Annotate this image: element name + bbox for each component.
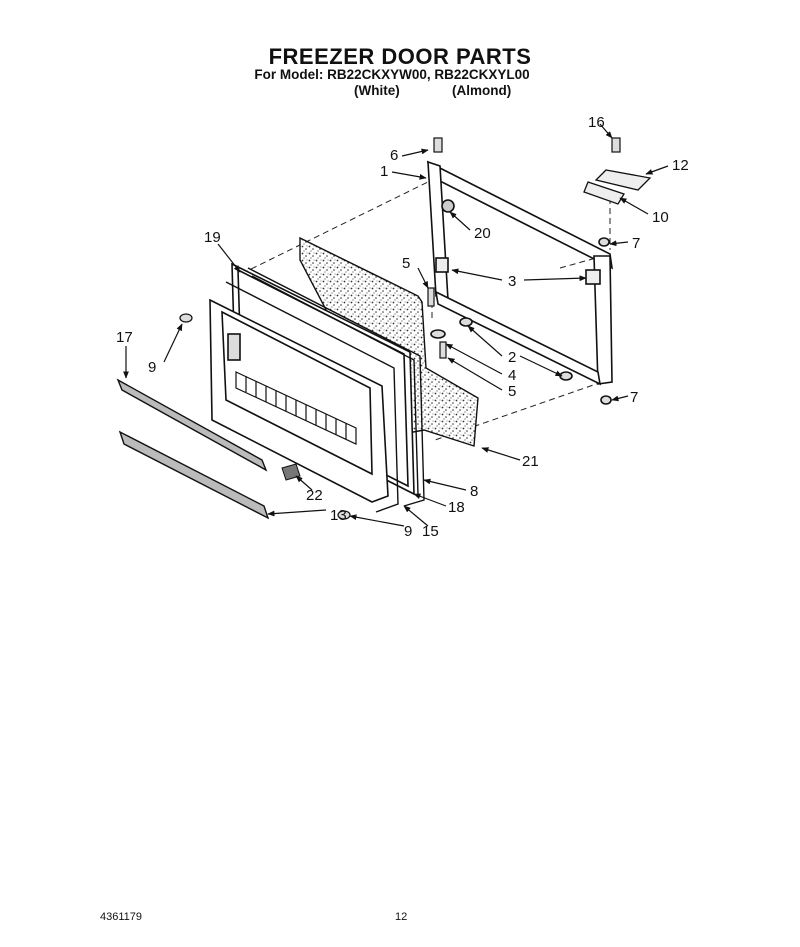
shelf-grille xyxy=(235,371,357,445)
hinge-brackets xyxy=(583,169,652,205)
callout-15: 15 xyxy=(422,523,439,540)
page-title: FREEZER DOOR PARTS xyxy=(268,44,532,69)
color-almond-label: (Almond) xyxy=(452,83,512,98)
callout-12: 12 xyxy=(672,157,689,174)
callout-6: 6 xyxy=(390,147,398,164)
trim-strips xyxy=(116,378,270,520)
callout-18: 18 xyxy=(448,499,465,516)
callout-10: 10 xyxy=(652,209,669,226)
callout-22: 22 xyxy=(306,487,323,504)
callout-17: 17 xyxy=(116,329,133,346)
door-frame xyxy=(426,160,614,405)
callout-2: 2 xyxy=(508,349,516,366)
screws xyxy=(179,137,621,520)
callout-20: 20 xyxy=(474,225,491,242)
callout-13: 13 xyxy=(330,507,347,524)
leader-lines xyxy=(123,123,669,527)
callout-5-upper: 5 xyxy=(402,255,410,272)
door-gaskets xyxy=(225,267,425,513)
callout-8: 8 xyxy=(470,483,478,500)
callout-3: 3 xyxy=(508,273,516,290)
model-line: For Model: RB22CKXYW00, RB22CKXYL00 xyxy=(254,67,530,82)
page-number: 12 xyxy=(395,911,408,923)
callout-labels: 1 2 3 4 5 5 6 7 7 8 9 9 10 12 13 15 16 1… xyxy=(116,114,689,540)
callout-9-left: 9 xyxy=(148,359,156,376)
color-white-label: (White) xyxy=(354,83,400,98)
callout-21: 21 xyxy=(522,453,539,470)
callout-4: 4 xyxy=(508,367,516,384)
callout-1: 1 xyxy=(380,163,388,180)
callout-7-upper: 7 xyxy=(632,235,640,252)
callout-5-lower: 5 xyxy=(508,383,516,400)
callout-7-lower: 7 xyxy=(630,389,638,406)
document-number: 4361179 xyxy=(100,911,143,923)
callout-9-bottom: 9 xyxy=(404,523,412,540)
callout-19: 19 xyxy=(204,229,221,246)
callout-16: 16 xyxy=(588,114,605,131)
